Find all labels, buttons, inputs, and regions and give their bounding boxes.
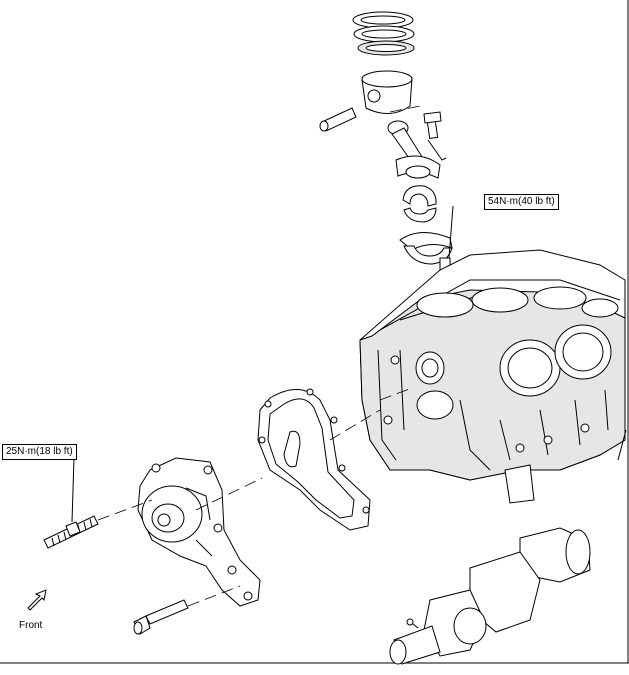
connecting-rod	[387, 120, 441, 179]
lower-torque-label: 25N·m(18 lb ft)	[2, 444, 77, 460]
water-pump-bolt	[133, 599, 189, 635]
piston-pin	[319, 107, 357, 132]
rod-bolt	[423, 111, 447, 161]
water-pump-gasket	[257, 388, 371, 531]
assembly-center-lines	[97, 105, 421, 607]
bearing-shells	[402, 185, 437, 223]
water-pump	[137, 457, 261, 607]
piston	[361, 70, 413, 114]
water-pump-stud	[43, 457, 99, 549]
engine-block	[359, 249, 627, 504]
front-arrow-icon	[27, 589, 47, 611]
crankshaft	[389, 527, 591, 665]
upper-torque-label: 54N·m(40 lb ft)	[484, 194, 559, 210]
front-label: Front	[19, 620, 43, 631]
piston-rings	[352, 11, 415, 56]
